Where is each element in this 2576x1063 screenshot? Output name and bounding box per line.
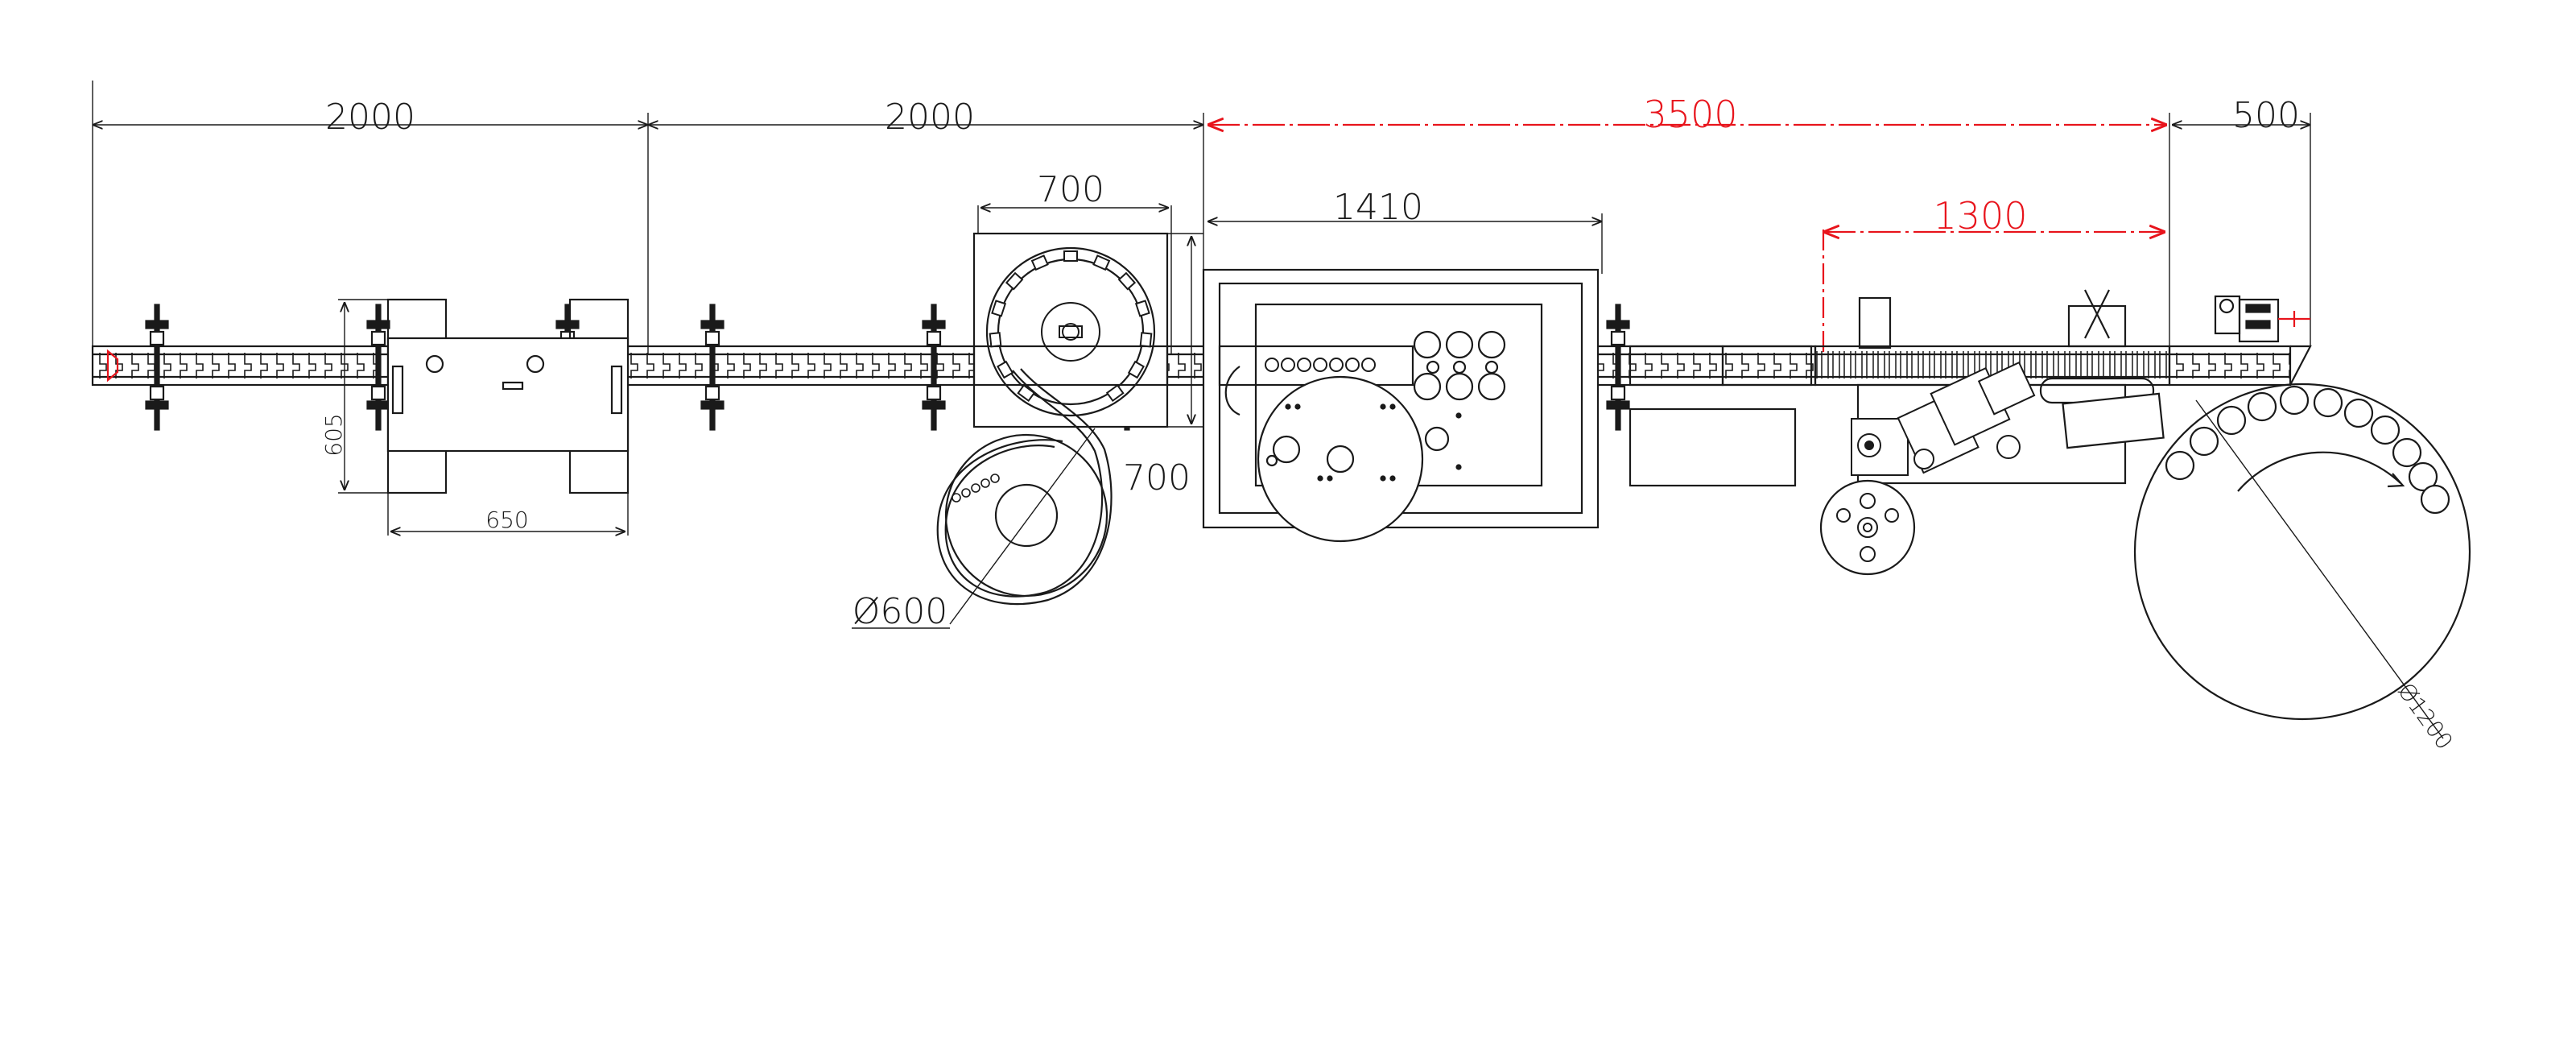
dim-3500: 3500	[1643, 93, 1737, 136]
labeling-head	[1851, 361, 2036, 476]
dim-500: 500	[2232, 95, 2300, 136]
accumulation-turntable: Ø1200	[2133, 383, 2471, 755]
dim-700-depth: 700	[1123, 457, 1191, 498]
dim-605: 605	[320, 413, 347, 456]
dim-650: 650	[485, 507, 528, 533]
capping-machine	[1202, 268, 1600, 543]
dim-2000-a: 2000	[325, 97, 415, 138]
dim-1410: 1410	[1333, 187, 1423, 228]
dimension-row-top: 2000 2000 3500 500 700 1410 1300	[92, 81, 2311, 354]
dim-1200-diameter: Ø1200	[2392, 678, 2458, 755]
drive-motor	[2214, 295, 2310, 343]
dim-600-diameter: Ø600	[852, 591, 948, 632]
cap-feeder: 700	[972, 232, 1203, 498]
dim-2000-b: 2000	[885, 97, 975, 138]
cap-bowl: Ø600	[852, 368, 1113, 632]
dim-1300: 1300	[1933, 194, 2027, 238]
intermediate-unit	[1629, 345, 1813, 487]
work-table: 605 650	[320, 298, 630, 536]
dim-700-width: 700	[1037, 169, 1104, 210]
labeling-unit	[1819, 289, 2165, 576]
